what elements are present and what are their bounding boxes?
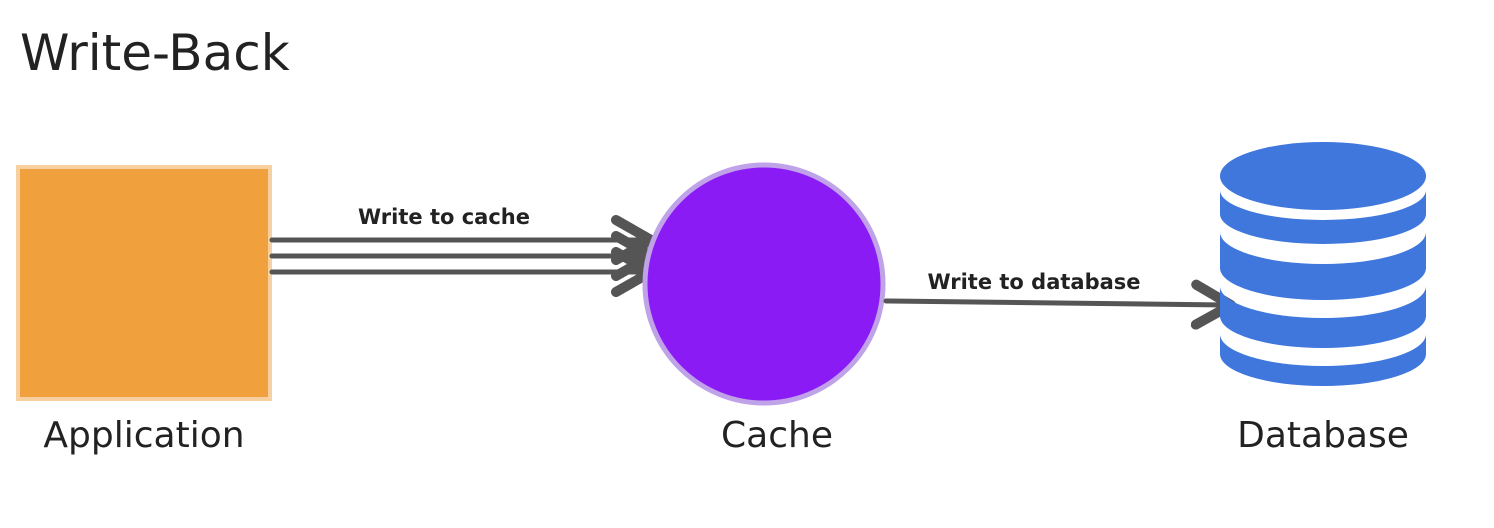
page-title: Write-Back [20, 24, 290, 82]
arrow-line-db [883, 279, 1236, 330]
database-node: Database [1220, 142, 1426, 456]
database-icon [1220, 142, 1426, 386]
cache-circle [642, 162, 886, 406]
database-label: Database [1237, 415, 1409, 456]
edge-label-write-to-database: Write to database [927, 270, 1140, 294]
application-box [16, 165, 272, 401]
application-label: Application [43, 415, 244, 456]
cache-label: Cache [721, 415, 833, 456]
edge-label-write-to-cache: Write to cache [358, 205, 530, 229]
edge-write-to-cache: Write to cache [269, 205, 656, 297]
application-node: Application [16, 165, 272, 456]
cache-node: Cache [642, 162, 886, 456]
edge-write-to-database: Write to database [883, 270, 1236, 330]
